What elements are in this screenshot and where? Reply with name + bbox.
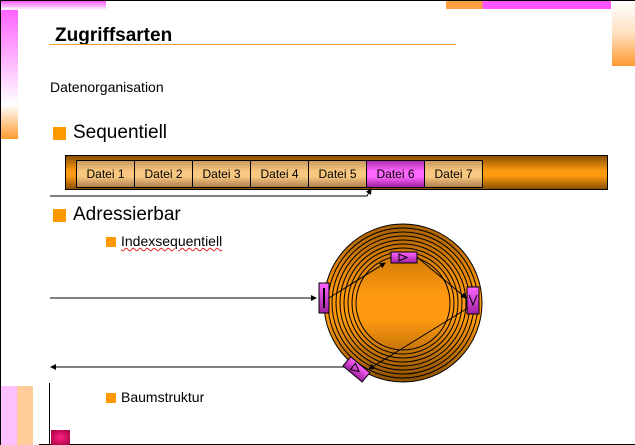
file-cell: Datei 4 (251, 161, 309, 187)
bullet-index-sequential: Indexsequentiell (121, 233, 223, 249)
bullet-icon (53, 127, 66, 140)
file-cell: Datei 2 (135, 161, 193, 187)
read-head-top (390, 251, 418, 264)
file-cell: Datei 3 (193, 161, 251, 187)
file-cell: Datei 5 (309, 161, 367, 187)
title-underline (49, 44, 456, 45)
decoration-left-bar (1, 1, 18, 139)
read-head-left (318, 282, 330, 314)
decoration-bottom-left (1, 386, 33, 445)
file-sequence: Datei 1 Datei 2 Datei 3 Datei 4 Datei 5 … (76, 160, 483, 188)
frame-vertical-line (49, 383, 50, 445)
bullet-icon (106, 393, 116, 403)
slide-title: Zugriffsarten (55, 25, 173, 46)
bullet-sequential: Sequentiell (73, 122, 168, 143)
bullet-tree: Baumstruktur (121, 389, 205, 405)
read-head-bottom (342, 355, 371, 383)
read-head-right (466, 286, 480, 315)
decoration-top-left (1, 1, 106, 10)
sequential-pointer-arrow (50, 188, 372, 197)
decoration-top-right (446, 1, 611, 9)
decoration-right-bar (612, 1, 635, 66)
decoration-square (51, 430, 70, 445)
subtitle: Datenorganisation (50, 79, 164, 95)
file-cell: Datei 1 (77, 161, 135, 187)
bullet-icon (53, 209, 66, 222)
file-cell-active: Datei 6 (367, 161, 425, 187)
bullet-addressable: Adressierbar (73, 204, 181, 225)
bullet-icon (106, 237, 116, 247)
file-cell: Datei 7 (425, 161, 482, 187)
index-path-arrows (50, 256, 472, 370)
